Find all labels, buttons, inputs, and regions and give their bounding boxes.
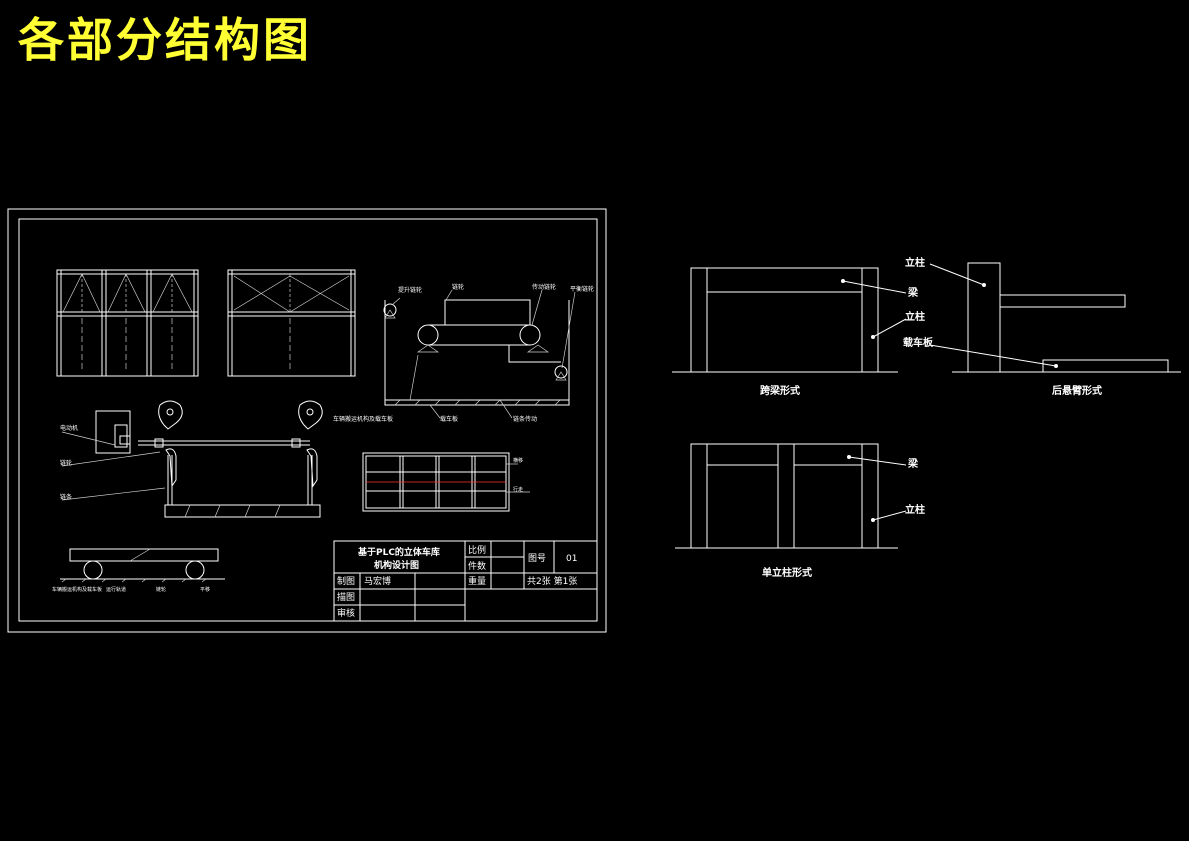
label-car-mover-2: 车辆搬运机构及载车板 [52,586,102,593]
label-sprocket: 链轮 [60,459,72,467]
single-column-caption: 单立柱形式 [762,566,812,579]
page-title: 各部分结构图 [18,13,312,67]
rack-frame-single-bay [227,269,356,377]
label-traverse: 横移 [513,457,523,464]
cantilever-type-detail: 立柱 载车板 后悬臂形式 [903,256,1181,397]
tb-scale-label: 比例 [468,544,486,556]
label-drive-sprocket: 传动链轮 [532,283,556,291]
tb-drawing-no: 01 [566,554,577,564]
single-column-label: 立柱 [905,503,925,516]
label-lift-sprocket: 提升链轮 [398,286,422,294]
label-pallet: 载车板 [440,415,458,423]
tb-weight-label: 重量 [468,575,486,587]
label-sprocket-2: 链轮 [156,586,166,593]
tb-drawing-no-label: 图号 [528,553,546,564]
tb-drawn-by: 马宏博 [364,575,391,587]
cantilever-plate-label: 载车板 [903,336,934,349]
beam-type-detail: 梁 立柱 跨梁形式 [672,267,925,397]
label-motor: 电动机 [60,424,78,432]
tb-project-line1: 基于PLC的立体车库 [357,546,440,558]
travel-cart: 车辆搬运机构及载车板 运行轨道 链轮 平移 [52,548,225,593]
sheet-outer-border [7,208,607,633]
cantilever-column-label: 立柱 [905,256,925,269]
single-beam-label: 梁 [907,457,919,470]
tb-review-label: 审核 [337,607,355,619]
beam-type-column-label: 立柱 [905,310,925,323]
label-lift-sprocket-2: 链轮 [452,283,464,291]
pallet-hook-assembly: 电动机 链轮 链条 [60,400,323,518]
beam-type-caption: 跨梁形式 [760,384,800,397]
label-chain: 链条 [60,493,72,501]
rack-frame-three-bay [56,269,199,377]
cantilever-caption: 后悬臂形式 [1052,384,1102,397]
label-track: 运行轨道 [106,586,126,593]
tb-project-line2: 机构设计图 [374,559,419,571]
label-travel: 行走 [513,486,523,493]
lifting-chain-mechanism: 提升链轮 链轮 传动链轮 平衡链轮 车辆搬运机构及载车板 载车板 链条传动 [333,283,594,423]
lift-hatch [394,399,561,406]
tb-trace-label: 描图 [337,591,355,603]
tb-drawn-label: 制图 [337,575,355,587]
tb-qty-label: 件数 [468,560,486,572]
label-shift: 平移 [200,586,210,593]
label-car-mover: 车辆搬运机构及载车板 [333,415,393,423]
label-chain-drive: 链条传动 [513,415,537,423]
title-block: 基于PLC的立体车库 机构设计图 比例 件数 图号 01 制图 马宏博 重量 共… [333,540,598,622]
drawing-sheet: 提升链轮 链轮 传动链轮 平衡链轮 车辆搬运机构及载车板 载车板 链条传动 [7,208,607,633]
tb-sheets: 共2张 第1张 [527,575,577,587]
pallet-grid-plan: 横移 行走 [362,452,530,512]
beam-type-beam-label: 梁 [907,286,919,299]
label-balance-sprocket: 平衡链轮 [570,285,594,293]
single-column-type-detail: 梁 立柱 单立柱形式 [675,443,925,579]
sheet-inner-border [18,218,598,622]
